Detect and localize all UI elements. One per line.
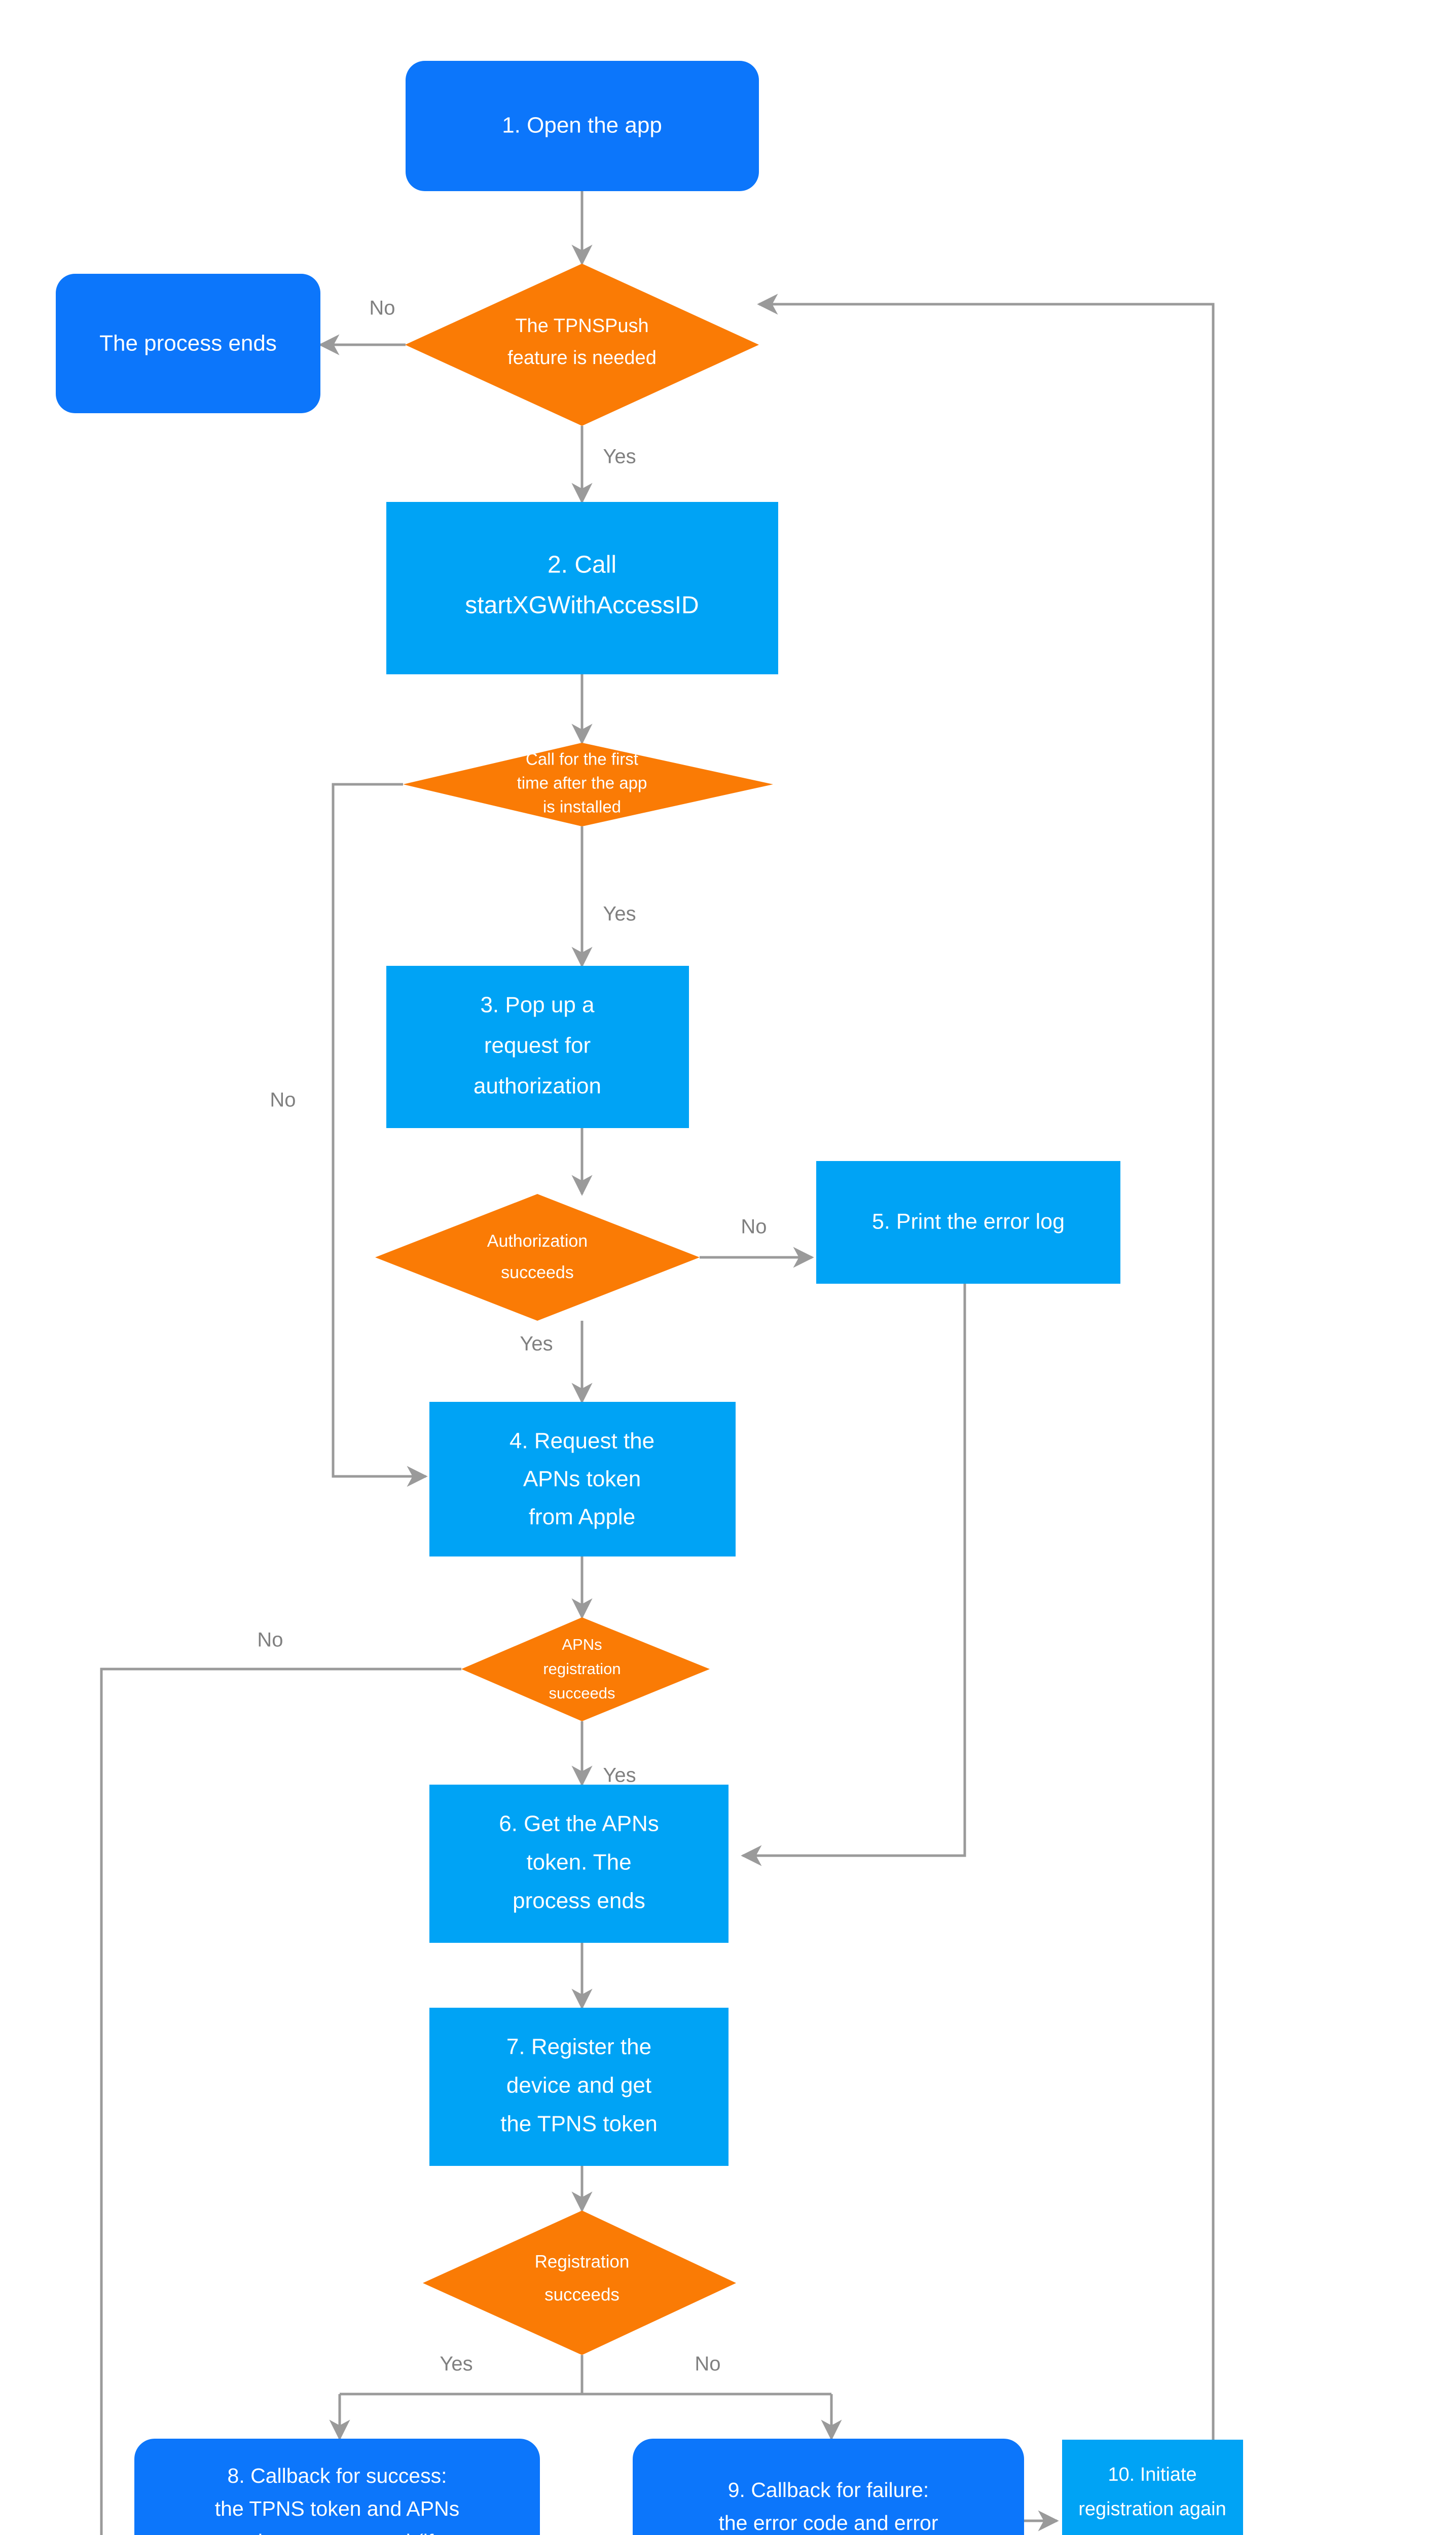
print-error-log-label: 5. Print the error log xyxy=(872,1209,1065,1234)
node-first-time-call-decision[interactable]: Call for the first time after the app is… xyxy=(403,743,773,826)
edge-label-tpnspush-no: No xyxy=(369,297,395,319)
tpnspush-feature-decision-shape[interactable] xyxy=(405,264,759,426)
node-initiate-registration-again[interactable]: 10. Initiate registration again upon the… xyxy=(1062,2440,1243,2535)
register-device-line-2: device and get xyxy=(506,2073,651,2098)
request-apns-token-line-2: APNs token xyxy=(523,1467,641,1492)
get-apns-token-line-3: process ends xyxy=(513,1889,645,1913)
callback-success-shape[interactable] xyxy=(134,2439,540,2535)
node-open-the-app[interactable]: 1. Open the app xyxy=(406,61,759,191)
apns-registration-decision-shape[interactable] xyxy=(461,1617,710,1721)
popup-authorization-request-line-3: authorization xyxy=(474,1074,601,1099)
popup-authorization-request-line-2: request for xyxy=(484,1033,591,1058)
callback-success-line-2: the TPNS token and APNs xyxy=(215,2497,459,2520)
node-registration-succeeds-decision[interactable]: Registration succeeds xyxy=(423,2211,736,2355)
authorization-succeeds-decision-shape[interactable] xyxy=(375,1194,700,1321)
tpnspush-feature-decision-line-2: feature is needed xyxy=(507,347,657,369)
open-the-app-shape[interactable] xyxy=(406,61,759,191)
get-apns-token-line-2: token. The xyxy=(526,1850,631,1875)
callback-failure-shape[interactable] xyxy=(633,2439,1024,2535)
registration-succeeds-decision-shape[interactable] xyxy=(423,2211,736,2355)
node-the-process-ends[interactable]: The process ends xyxy=(56,274,320,413)
first-time-call-decision-line-2: time after the app xyxy=(517,774,647,792)
edge-label-apns-registration-yes: Yes xyxy=(603,1764,636,1787)
register-device-line-3: the TPNS token xyxy=(500,2112,658,2136)
initiate-registration-again-line-1: 10. Initiate xyxy=(1108,2464,1196,2485)
node-callback-success[interactable]: 8. Callback for success: the TPNS token … xyxy=(134,2439,540,2535)
node-authorization-succeeds-decision[interactable]: Authorization succeeds xyxy=(375,1194,700,1321)
edge-label-authorization-yes: Yes xyxy=(520,1333,553,1355)
node-request-apns-token[interactable]: 4. Request the APNs token from Apple xyxy=(429,1402,736,1556)
node-register-device[interactable]: 7. Register the device and get the TPNS … xyxy=(429,2008,729,2166)
tpnspush-feature-decision-line-1: The TPNSPush xyxy=(515,315,648,337)
edge-label-authorization-no: No xyxy=(741,1216,767,1238)
register-device-line-1: 7. Register the xyxy=(506,2035,651,2059)
first-time-call-decision-line-3: is installed xyxy=(543,798,621,816)
apns-registration-decision-line-2: registration xyxy=(543,1660,621,1678)
call-startxgwithaccessid-line-2: startXGWithAccessID xyxy=(465,592,699,619)
initiate-registration-again-shape[interactable] xyxy=(1062,2440,1243,2535)
edge-label-registration-yes: Yes xyxy=(440,2353,472,2375)
edge-first-time-no-to-request-apns xyxy=(332,783,428,1487)
node-popup-authorization-request[interactable]: 3. Pop up a request for authorization xyxy=(386,966,689,1128)
connector-layer xyxy=(100,191,1215,2535)
popup-authorization-request-line-1: 3. Pop up a xyxy=(480,993,595,1018)
get-apns-token-line-1: 6. Get the APNs xyxy=(499,1812,659,1836)
authorization-succeeds-decision-line-1: Authorization xyxy=(487,1232,588,1251)
registration-succeeds-decision-line-2: succeeds xyxy=(544,2285,620,2304)
edge-label-tpnspush-yes: Yes xyxy=(603,446,636,468)
call-startxgwithaccessid-line-1: 2. Call xyxy=(548,552,616,578)
apns-registration-decision-line-3: succeeds xyxy=(549,1684,615,1702)
callback-failure-line-2: the error code and error xyxy=(718,2511,938,2534)
node-apns-registration-decision[interactable]: APNs registration succeeds xyxy=(461,1617,710,1721)
callback-failure-line-1: 9. Callback for failure: xyxy=(728,2478,929,2502)
popup-authorization-request-shape[interactable] xyxy=(386,966,689,1128)
authorization-succeeds-decision-line-2: succeeds xyxy=(501,1263,574,1282)
registration-succeeds-decision-line-1: Registration xyxy=(535,2252,630,2271)
apns-registration-decision-line-1: APNs xyxy=(562,1636,602,1653)
the-process-ends-shape[interactable] xyxy=(56,274,320,413)
edge-apns-registration-no-to-callback-failure xyxy=(100,1668,461,2535)
print-error-log-shape[interactable] xyxy=(816,1161,1120,1284)
edge-label-first-time-no: No xyxy=(270,1089,296,1111)
open-the-app-label: 1. Open the app xyxy=(502,113,662,138)
node-tpnspush-feature-decision[interactable]: The TPNSPush feature is needed xyxy=(405,264,759,426)
first-time-call-decision-line-1: Call for the first xyxy=(526,750,638,769)
call-startxgwithaccessid-shape[interactable] xyxy=(386,502,778,674)
edge-label-layer: No Yes No Yes No Yes No Yes Yes No xyxy=(257,297,767,2375)
first-time-call-decision-shape[interactable] xyxy=(403,743,773,826)
request-apns-token-line-1: 4. Request the xyxy=(509,1429,654,1454)
callback-success-line-3: token are returned (if xyxy=(241,2530,434,2535)
register-device-shape[interactable] xyxy=(429,2008,729,2166)
get-apns-token-shape[interactable] xyxy=(429,1785,729,1943)
node-call-startxgwithaccessid[interactable]: 2. Call startXGWithAccessID xyxy=(386,502,778,674)
edge-print-error-to-get-apns-token xyxy=(741,1284,966,1866)
edge-initiate-registration-to-tpnspush-decision xyxy=(757,294,1215,2440)
initiate-registration-again-line-2: registration again xyxy=(1078,2498,1226,2520)
request-apns-token-shape[interactable] xyxy=(429,1402,736,1556)
request-apns-token-line-3: from Apple xyxy=(529,1505,635,1530)
callback-success-line-1: 8. Callback for success: xyxy=(228,2464,447,2487)
the-process-ends-label: The process ends xyxy=(99,331,277,356)
edge-label-registration-no: No xyxy=(695,2353,720,2375)
node-get-apns-token[interactable]: 6. Get the APNs token. The process ends xyxy=(429,1785,729,1943)
edge-label-apns-registration-no: No xyxy=(257,1629,283,1651)
node-callback-failure[interactable]: 9. Callback for failure: the error code … xyxy=(633,2439,1024,2535)
node-print-error-log[interactable]: 5. Print the error log xyxy=(816,1161,1120,1284)
initiate-registration-again-line-3: upon the next app xyxy=(1075,2533,1229,2535)
edge-label-first-time-yes: Yes xyxy=(603,903,636,925)
